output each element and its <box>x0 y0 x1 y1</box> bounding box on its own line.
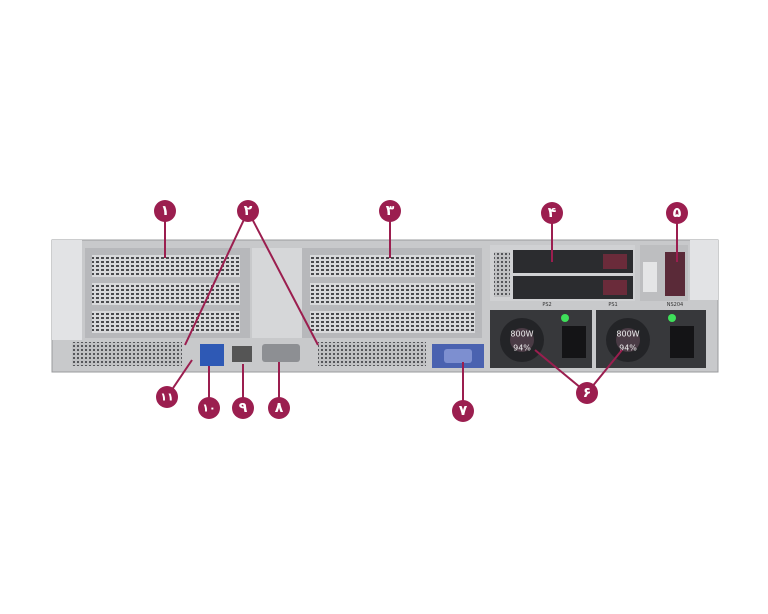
svg-text:۴: ۴ <box>548 205 557 221</box>
boot-module: NS204 <box>640 245 688 308</box>
drive-cage: PS2 PS1 <box>490 245 635 308</box>
riser-cage-plate <box>252 248 302 338</box>
boot-module-label: NS204 <box>667 302 683 308</box>
callout-10: ۱۰ <box>198 397 220 419</box>
callout-2: ۲ <box>237 200 259 222</box>
ilo-ethernet-port <box>232 346 252 362</box>
status-led <box>561 314 569 322</box>
power-inlet <box>562 326 586 358</box>
svg-text:۶: ۶ <box>583 385 592 401</box>
power-supply-1: 800W 94% <box>596 310 706 368</box>
power-inlet <box>670 326 694 358</box>
svg-text:۷: ۷ <box>459 403 468 419</box>
callout-1: ۱ <box>154 200 176 222</box>
psu-1-efficiency: 94% <box>619 344 637 353</box>
callout-11: ۱۱ <box>156 386 178 408</box>
callout-6: ۶ <box>576 382 598 404</box>
callout-8: ۸ <box>268 397 290 419</box>
svg-text:۵: ۵ <box>673 205 682 221</box>
psu-2-efficiency: 94% <box>513 344 531 353</box>
status-led <box>668 314 676 322</box>
callout-5: ۵ <box>666 202 688 224</box>
psu-2-wattage: 800W <box>510 330 533 339</box>
callout-7: ۷ <box>452 400 474 422</box>
lower-vent-left <box>72 342 182 366</box>
svg-text:۲: ۲ <box>244 203 253 219</box>
callout-4: ۴ <box>541 202 563 224</box>
svg-text:۱۰: ۱۰ <box>202 402 215 415</box>
svg-text:۹: ۹ <box>239 400 248 416</box>
psu-1-wattage: 800W <box>616 330 639 339</box>
svg-text:۱: ۱ <box>161 203 170 219</box>
callout-9: ۹ <box>232 397 254 419</box>
psu-bay-label-1: PS1 <box>608 302 617 308</box>
svg-text:۳: ۳ <box>386 203 395 219</box>
power-supply-2: 800W 94% <box>490 310 592 368</box>
serial-port <box>262 344 300 362</box>
pcie-riser-2 <box>302 248 482 338</box>
vga-port <box>444 349 472 363</box>
usb-ports <box>200 344 224 366</box>
svg-text:۱۱: ۱۱ <box>160 391 173 404</box>
svg-text:۸: ۸ <box>275 400 284 416</box>
lower-vent-mid <box>318 342 426 366</box>
psu-bay-label-2: PS2 <box>542 302 551 308</box>
callout-3: ۳ <box>379 200 401 222</box>
